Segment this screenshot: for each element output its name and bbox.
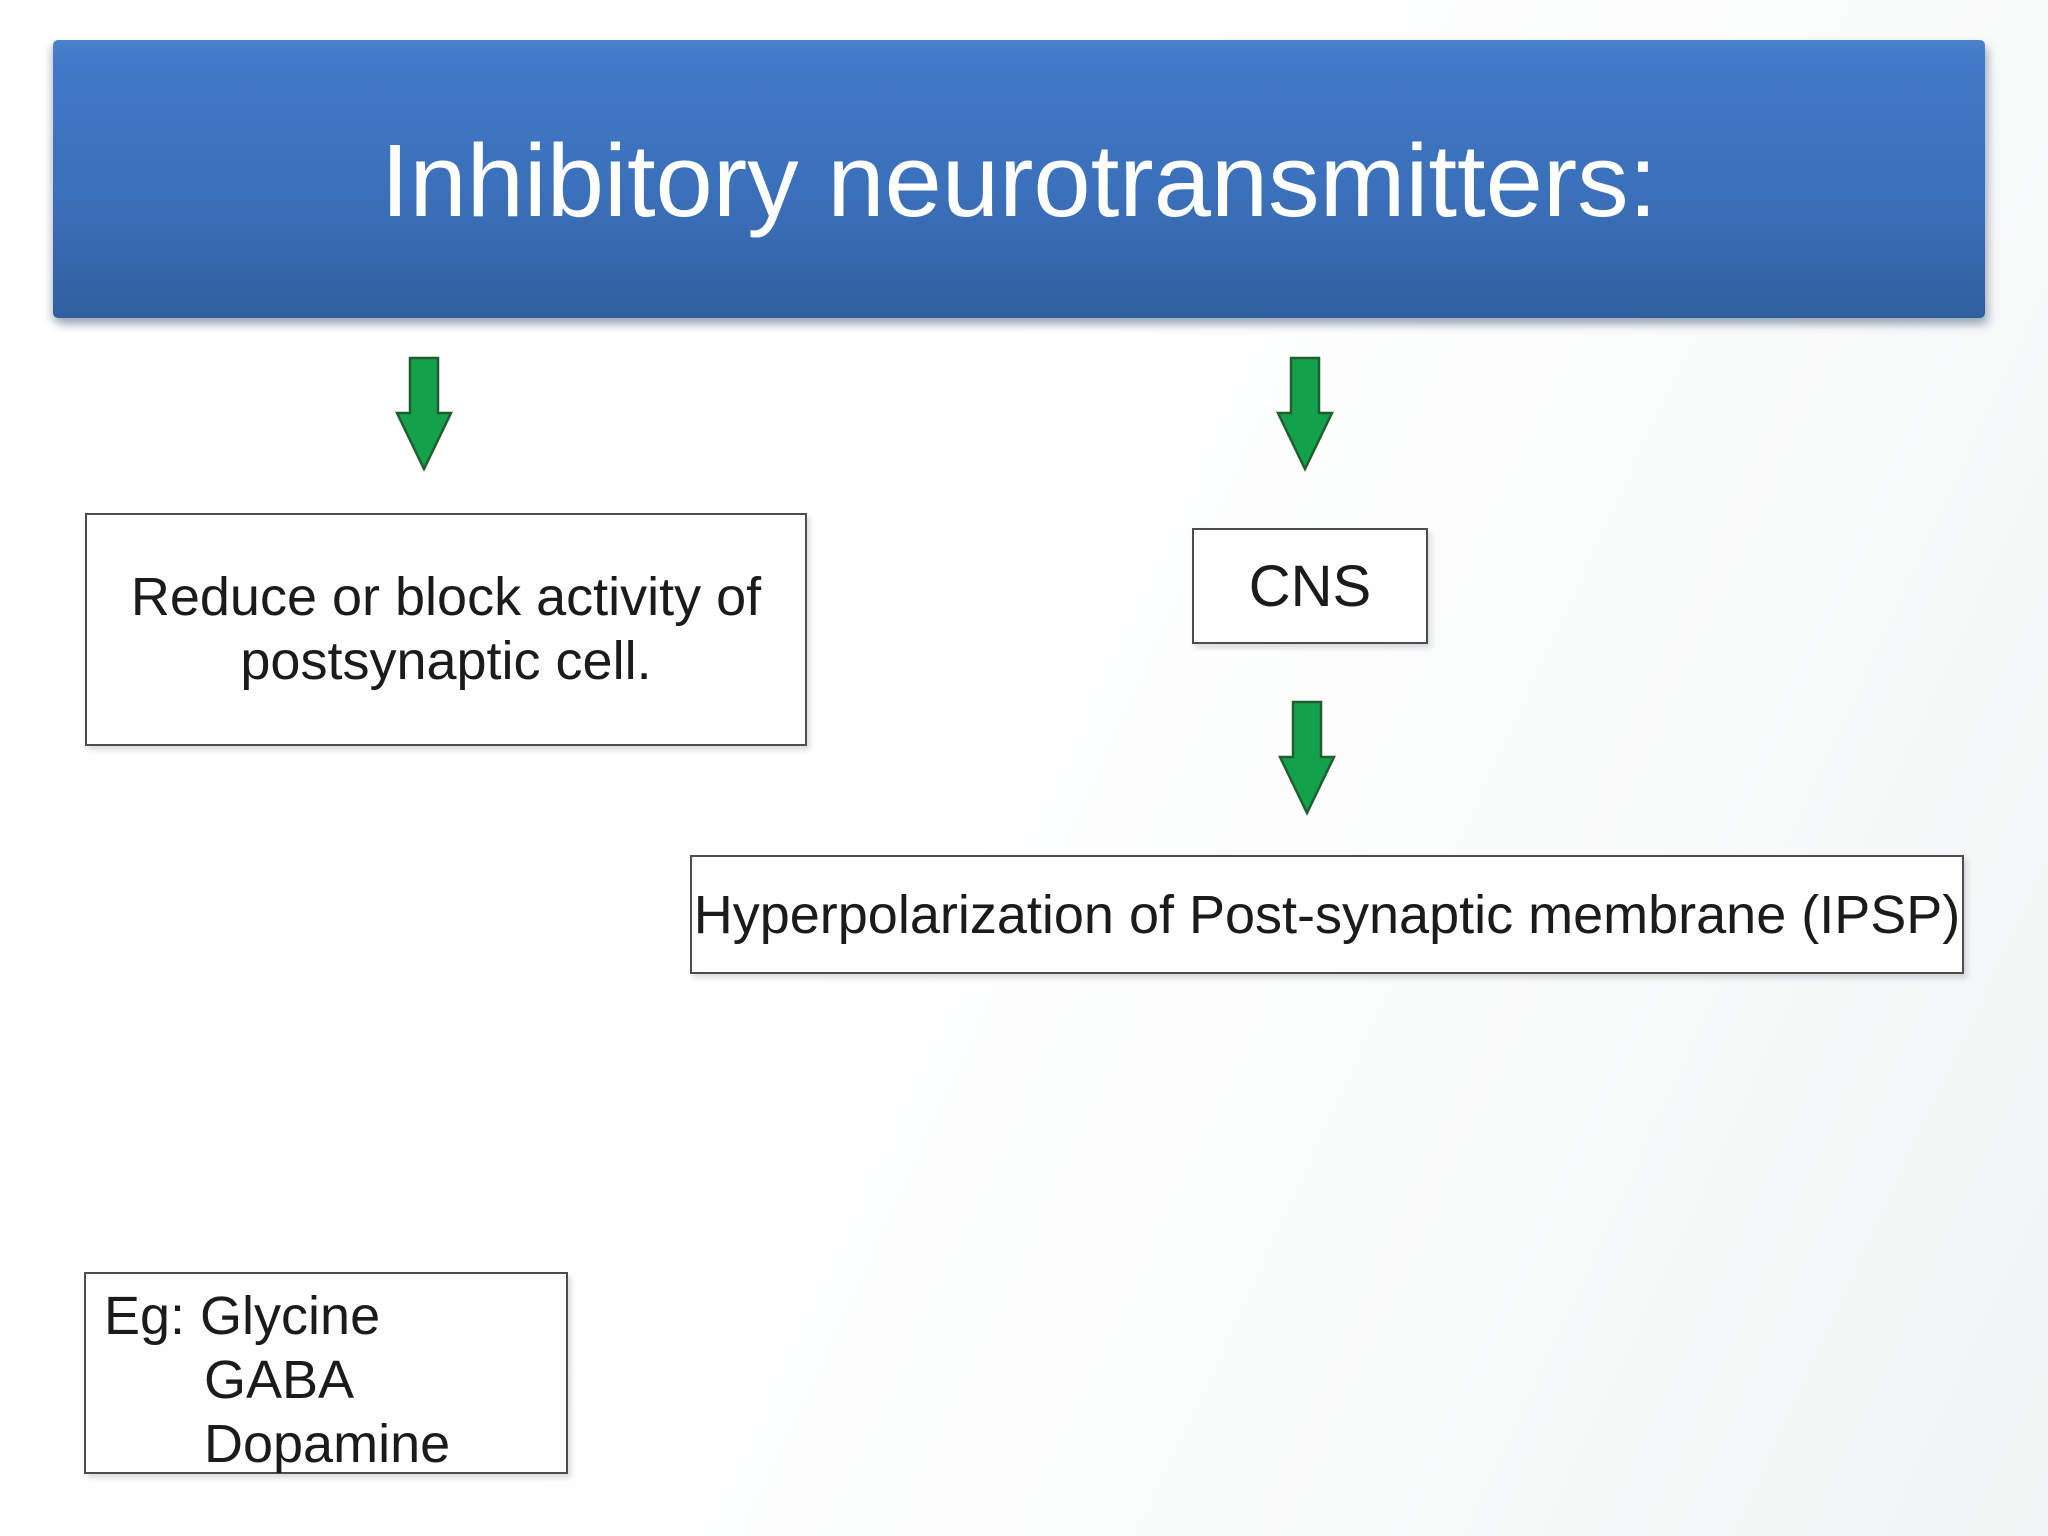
reduce-activity-text: Reduce or block activity of postsynaptic… (130, 566, 762, 691)
hyperpolarization-text: Hyperpolarization of Post-synaptic membr… (693, 884, 1961, 945)
down-arrow-icon (1278, 700, 1336, 816)
reduce-activity-box: Reduce or block activity of postsynaptic… (85, 513, 807, 746)
down-arrow-icon (395, 356, 453, 472)
example-line-gaba: GABA (204, 1350, 355, 1410)
hyperpolarization-box: Hyperpolarization of Post-synaptic membr… (690, 855, 1964, 974)
examples-box: Eg: Glycine GABA Dopamine (84, 1272, 568, 1474)
cns-text: CNS (1248, 553, 1372, 619)
title-banner: Inhibitory neurotransmitters: (53, 40, 1985, 318)
example-line-dopamine: Dopamine (204, 1414, 451, 1474)
slide-title: Inhibitory neurotransmitters: (380, 123, 1658, 238)
example-line-glycine: Eg: Glycine (104, 1286, 381, 1346)
down-arrow-icon (1276, 356, 1334, 472)
cns-box: CNS (1192, 528, 1428, 644)
